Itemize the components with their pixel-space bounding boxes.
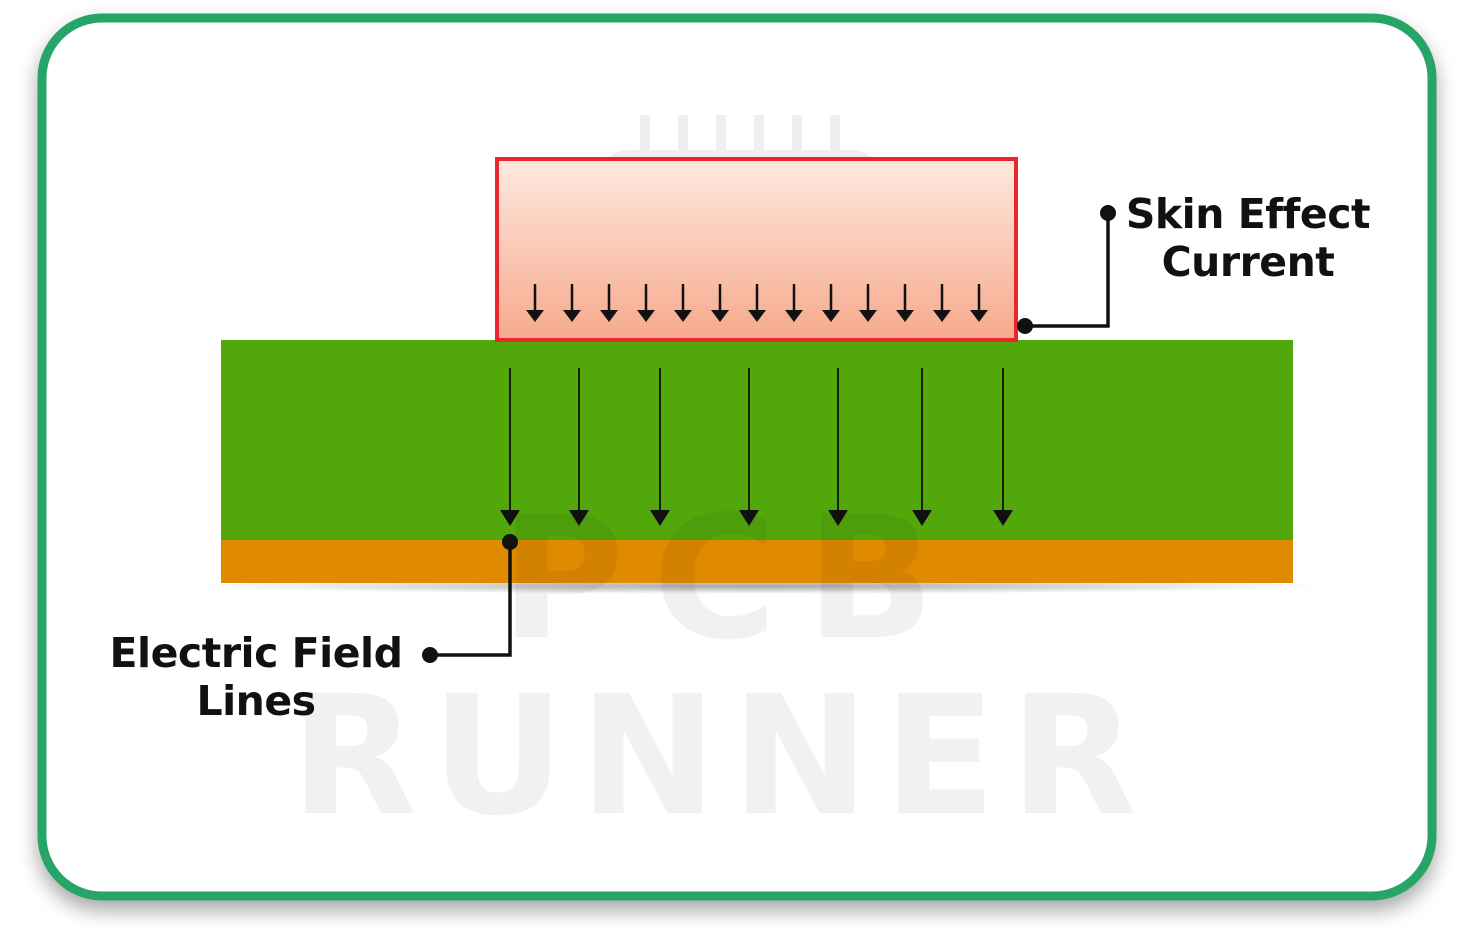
skin-effect-arrow	[933, 284, 951, 322]
electric-field-leader-dot-end	[422, 647, 438, 663]
electric-field-arrow	[828, 368, 848, 526]
skin-effect-label: Skin Effect Current	[1118, 190, 1378, 286]
electric-field-label-line2: Lines	[196, 677, 316, 725]
skin-effect-arrow	[526, 284, 544, 322]
electric-field-arrow	[650, 368, 670, 526]
watermark-text-line1: PCB	[500, 480, 963, 678]
skin-effect-arrow	[896, 284, 914, 322]
skin-effect-arrow	[600, 284, 618, 322]
electric-field-arrow	[500, 368, 520, 526]
skin-effect-arrow	[674, 284, 692, 322]
skin-effect-arrow	[748, 284, 766, 322]
skin-effect-leader-line	[1025, 213, 1110, 328]
watermark-text-line2: RUNNER	[290, 660, 1151, 852]
electric-field-arrow	[993, 368, 1013, 526]
electric-field-arrow	[739, 368, 759, 526]
skin-effect-arrow	[711, 284, 729, 322]
electric-field-label-line1: Electric Field	[109, 629, 403, 677]
skin-effect-arrow	[563, 284, 581, 322]
skin-effect-arrow	[785, 284, 803, 322]
electric-field-leader-dot-start	[502, 534, 518, 550]
skin-effect-label-line2: Current	[1161, 238, 1335, 286]
electric-field-leader-line	[430, 542, 512, 657]
ground-plane	[221, 540, 1293, 583]
skin-effect-leader-dot-start	[1017, 318, 1033, 334]
skin-effect-leader-dot-end	[1100, 205, 1116, 221]
skin-effect-arrow	[637, 284, 655, 322]
electric-field-arrow	[569, 368, 589, 526]
electric-field-arrows	[500, 368, 1013, 526]
skin-effect-arrow	[859, 284, 877, 322]
skin-effect-label-line1: Skin Effect	[1125, 190, 1371, 238]
skin-effect-arrows	[526, 284, 988, 322]
skin-effect-arrow	[970, 284, 988, 322]
skin-effect-arrow	[822, 284, 840, 322]
dielectric-layer	[221, 340, 1293, 540]
electric-field-label: Electric Field Lines	[96, 629, 416, 725]
electric-field-arrow	[912, 368, 932, 526]
